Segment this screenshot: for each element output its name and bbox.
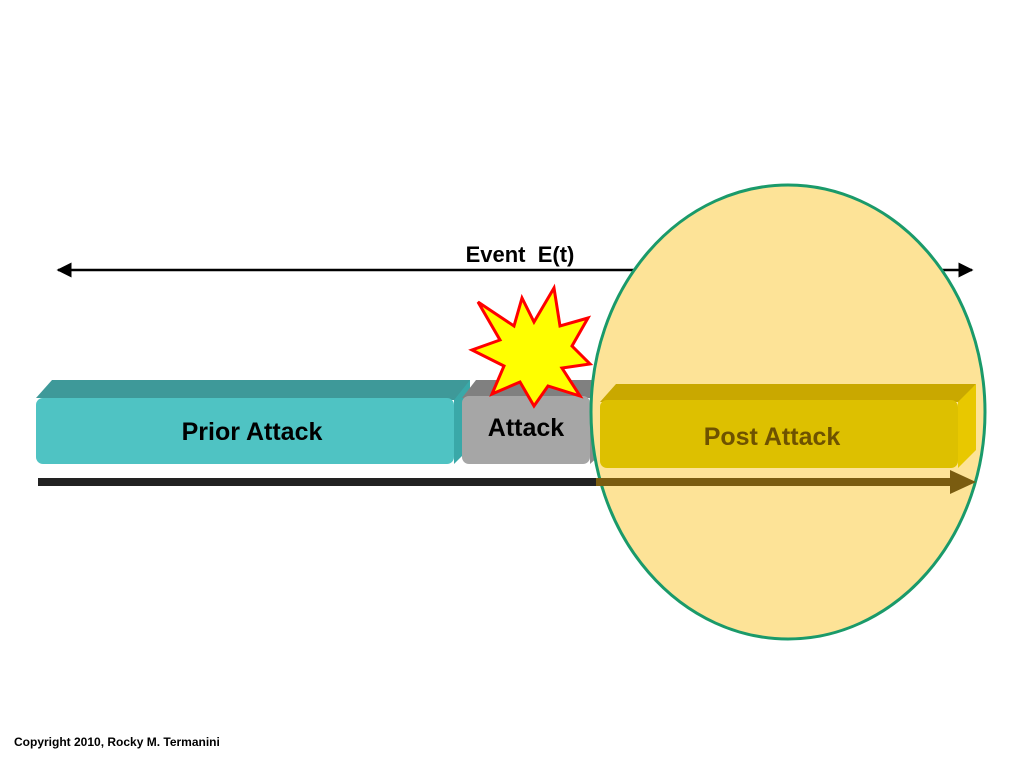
event-label: Event E(t) xyxy=(466,242,575,267)
explosion-burst-icon xyxy=(468,283,594,409)
post-attack-block: Post Attack xyxy=(600,384,976,468)
prior-attack-block: Prior Attack xyxy=(36,380,470,464)
copyright-notice: Copyright 2010, Rocky M. Termanini xyxy=(14,735,220,749)
timeline-arrowhead xyxy=(950,470,976,494)
post-attack-label: Post Attack xyxy=(704,423,841,451)
attack-label: Attack xyxy=(488,414,565,442)
prior-attack-label: Prior Attack xyxy=(182,418,323,446)
